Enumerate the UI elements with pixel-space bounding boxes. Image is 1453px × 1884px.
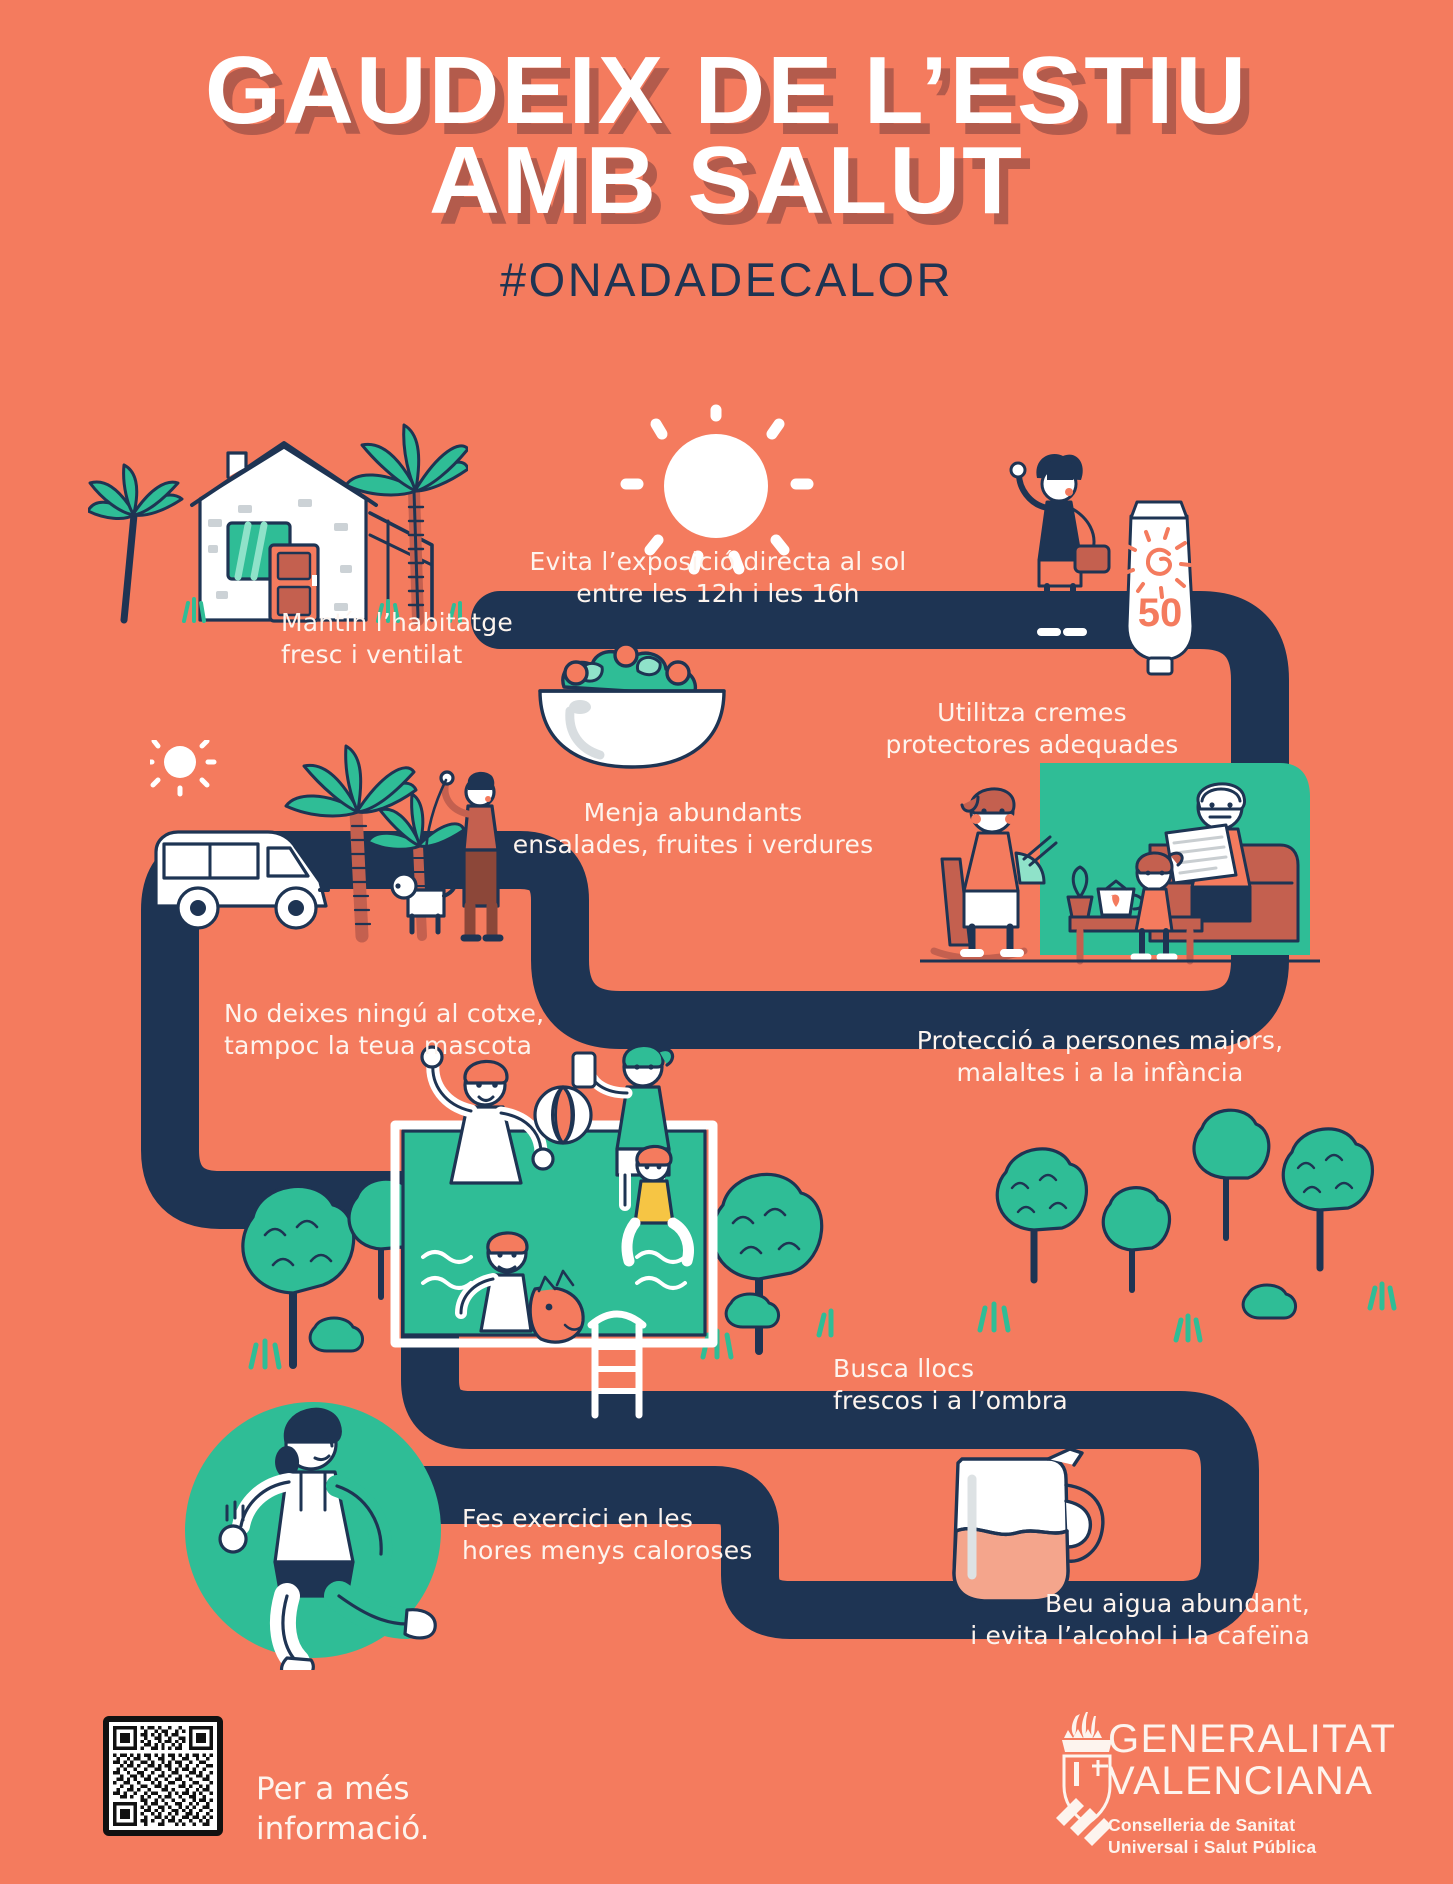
sun-icon [620,404,814,575]
caption-menjar: Menja abundants ensalades, fruites i ver… [512,798,874,859]
poster-header: GAUDEIX DE L’ESTIU AMB SALUT #ONADADECAL… [0,37,1453,307]
caption-cremes: Utilitza cremes protectores adequades [885,698,1179,759]
caption-exercici: Fes exercici en les hores menys calorose… [462,1504,753,1565]
sunscreen-spf-label: 50 [1138,591,1183,635]
sunscreen-icon: 50 [1009,454,1195,676]
caption-exposicio: Evita l’exposició directa al sol entre l… [529,547,907,608]
title-line-1: GAUDEIX DE L’ESTIU [204,37,1249,144]
caption-aigua: Beu aigua abundant, i evita l’alcohol i … [970,1589,1310,1650]
logo-text-block: GENERALITAT VALENCIANA Conselleria de Sa… [1108,1718,1396,1859]
logo-institution-name: GENERALITAT VALENCIANA [1108,1717,1397,1804]
family-icon [920,763,1320,965]
caption-habitatge: Mantín l’habitatge fresc i ventilat [281,608,513,669]
qr-code[interactable] [103,1716,223,1836]
exercise-icon [185,1402,441,1670]
logo-department-name: Conselleria de Sanitat Universal i Salut… [1108,1814,1317,1858]
caption-cotxe: No deixes ningú al cotxe, tampoc la teua… [224,999,545,1060]
title-line-2: AMB SALUT [429,127,1024,235]
house-icon [88,423,468,626]
forest-icon [977,1108,1397,1343]
more-info-label: Per a més informació. [256,1771,430,1848]
caption-ombra: Busca llocs frescos i a l’ombra [833,1354,1068,1415]
pool-icon [241,1043,834,1419]
qr-code-pattern [113,1726,213,1826]
caption-proteccio: Protecció a persones majors, malaltes i … [916,1026,1284,1087]
generalitat-valenciana-logo-icon [1056,1712,1112,1846]
campaign-hashtag: #ONADADECALOR [500,253,953,307]
